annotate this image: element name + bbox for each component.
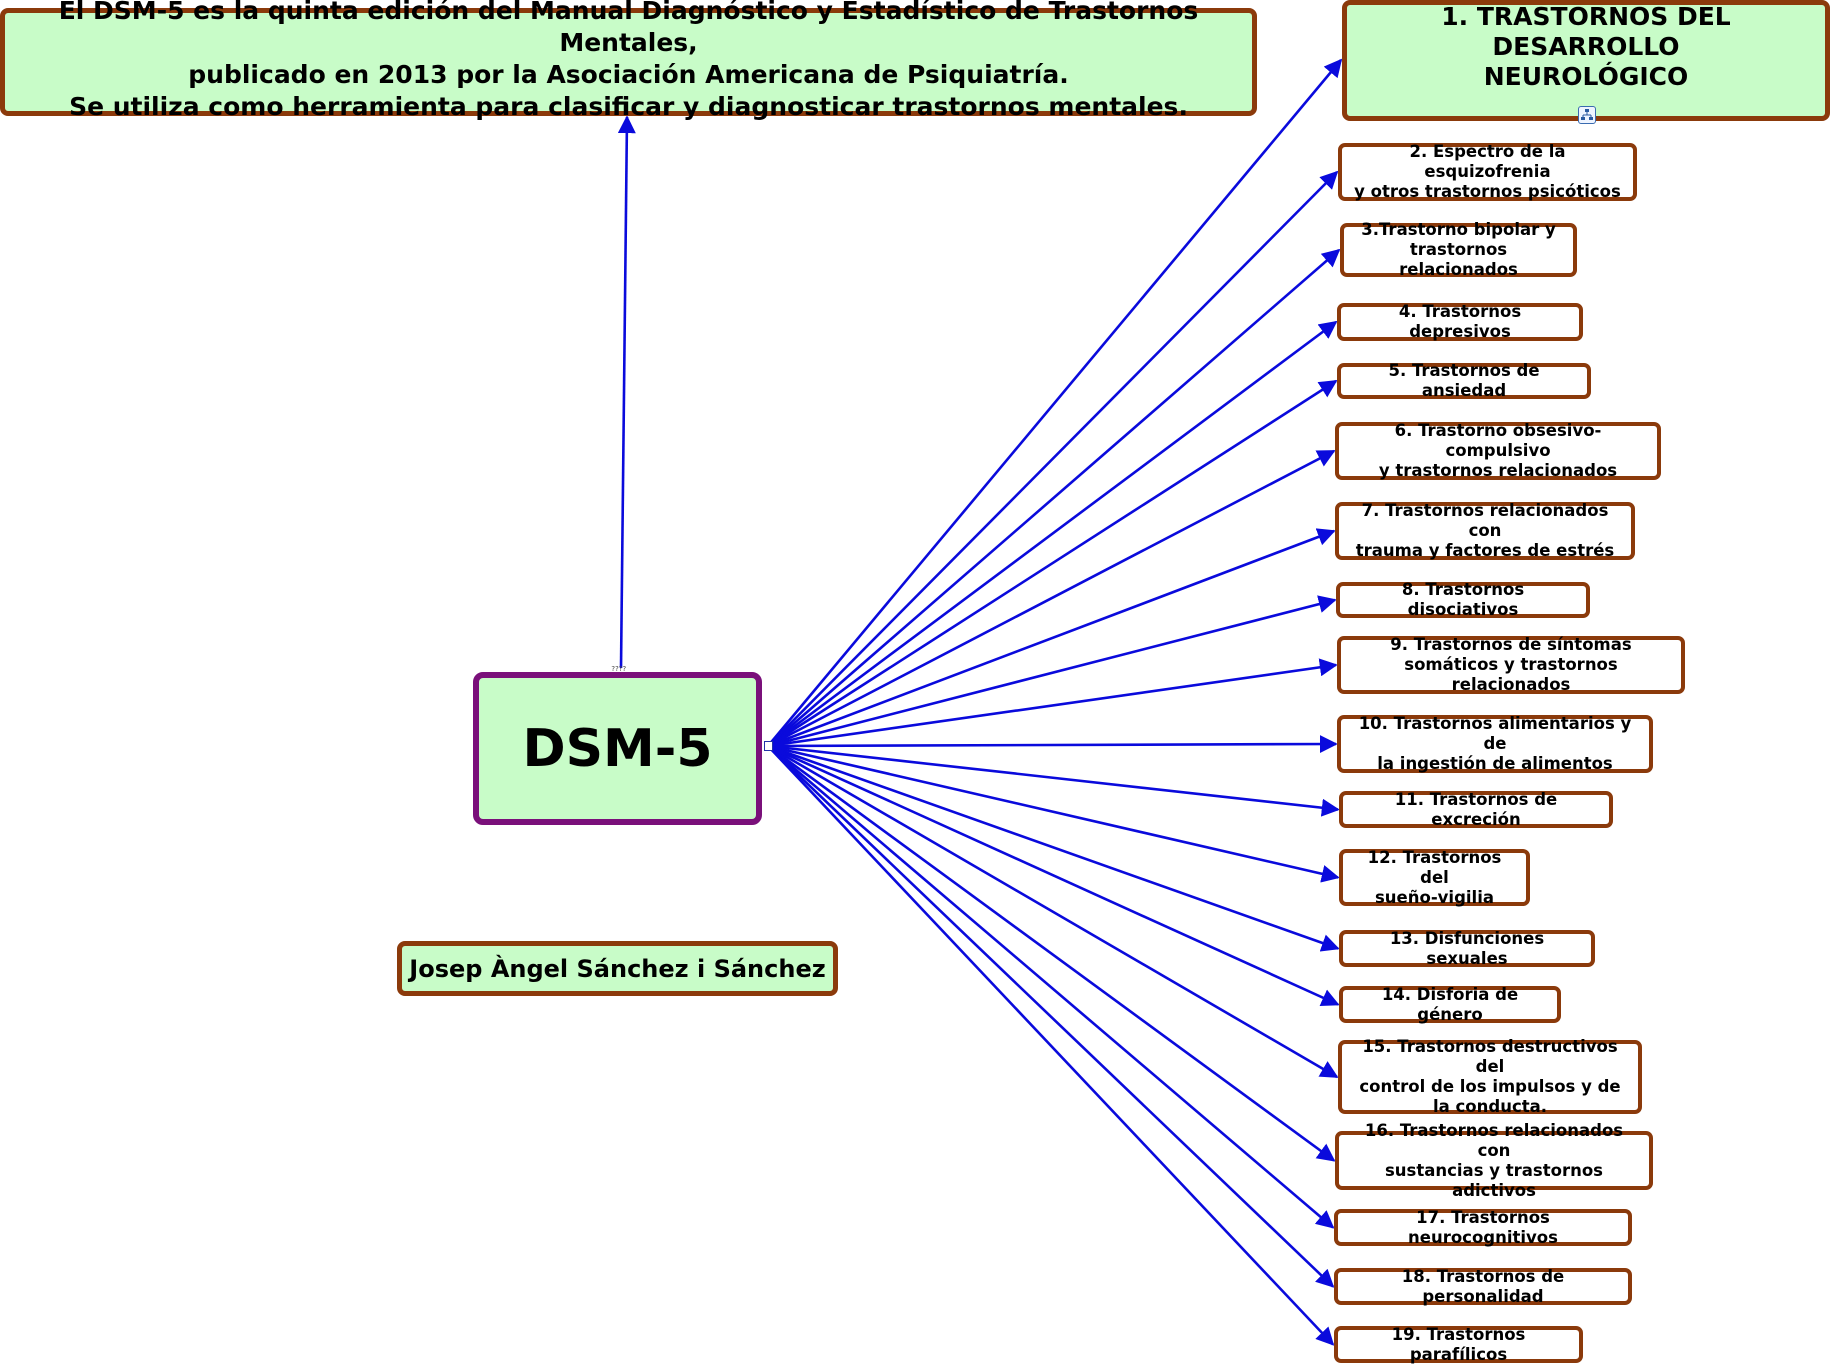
- category-label: 16. Trastornos relacionados con sustanci…: [1364, 1120, 1624, 1200]
- edge-dsm5-to-category-15[interactable]: [767, 744, 1339, 1079]
- category-label: 12. Trastornos del sueño-vigilia: [1367, 847, 1502, 907]
- category-label: 11. Trastornos de excreción: [1394, 789, 1558, 829]
- category-label: 9. Trastornos de síntomas somáticos y tr…: [1390, 635, 1632, 694]
- category-node-9[interactable]: 9. Trastornos de síntomas somáticos y tr…: [1337, 635, 1685, 694]
- category-node-15[interactable]: 15. Trastornos destructivos del control …: [1338, 1037, 1642, 1116]
- category-node-14[interactable]: 14. Disforia de género: [1339, 984, 1561, 1024]
- connection-handle-icon[interactable]: [764, 741, 773, 751]
- edge-dsm5-to-category-16[interactable]: [767, 744, 1336, 1162]
- category-node-10[interactable]: 10. Trastornos alimentarios y de la inge…: [1337, 714, 1653, 773]
- submap-icon[interactable]: [1578, 106, 1596, 124]
- author-name: Josep Àngel Sánchez i Sánchez: [409, 954, 826, 983]
- category-label: 13. Disfunciones sexuales: [1389, 928, 1545, 968]
- category-label: 18. Trastornos de personalidad: [1401, 1266, 1565, 1306]
- edge-dsm5-to-category-2[interactable]: [767, 170, 1339, 747]
- edge-dsm5-to-category-3[interactable]: [767, 248, 1341, 747]
- category-node-11[interactable]: 11. Trastornos de excreción: [1339, 789, 1613, 829]
- category-node-5[interactable]: 5. Trastornos de ansiedad: [1337, 361, 1591, 400]
- category-label: 10. Trastornos alimentarios y de la inge…: [1358, 714, 1632, 773]
- category-label: 14. Disforia de género: [1381, 984, 1519, 1024]
- edge-dsm5-to-category-13[interactable]: [767, 744, 1340, 952]
- category-label: 19. Trastornos parafílicos: [1391, 1324, 1526, 1364]
- category-label: 4. Trastornos depresivos: [1398, 302, 1522, 341]
- category-label: 3.Trastorno bipolar y trastornos relacio…: [1361, 220, 1556, 279]
- category-node-6[interactable]: 6. Trastorno obsesivo-compulsivo y trast…: [1335, 421, 1661, 480]
- category-label: 6. Trastorno obsesivo-compulsivo y trast…: [1378, 421, 1618, 480]
- category-node-13[interactable]: 13. Disfunciones sexuales: [1339, 928, 1595, 968]
- dsm5-description-box[interactable]: El DSM-5 es la quinta edición del Manual…: [0, 0, 1257, 121]
- edge-dsm5-to-category-12[interactable]: [767, 744, 1340, 883]
- category-node-16[interactable]: 16. Trastornos relacionados con sustanci…: [1335, 1121, 1653, 1200]
- edge-dsm5-to-description[interactable]: [617, 115, 636, 669]
- author-box[interactable]: Josep Àngel Sánchez i Sánchez: [397, 941, 838, 996]
- category-node-7[interactable]: 7. Trastornos relacionados con trauma y …: [1335, 501, 1635, 560]
- dsm5-central-label: DSM-5: [522, 718, 713, 779]
- category-node-19[interactable]: 19. Trastornos parafílicos: [1334, 1324, 1583, 1364]
- edge-dsm5-to-category-5[interactable]: [767, 379, 1338, 748]
- edge-dsm5-to-category-11[interactable]: [767, 744, 1340, 817]
- edge-dsm5-to-category-14[interactable]: [767, 744, 1340, 1007]
- edge-dsm5-to-category-10[interactable]: [767, 735, 1338, 754]
- edge-dsm5-to-category-17[interactable]: [767, 745, 1335, 1229]
- category-node-12[interactable]: 12. Trastornos del sueño-vigilia: [1339, 847, 1530, 907]
- category-label: 5. Trastornos de ansiedad: [1388, 361, 1540, 400]
- category-label: 17. Trastornos neurocognitivos: [1408, 1207, 1558, 1247]
- edge-dsm5-to-category-9[interactable]: [767, 658, 1338, 748]
- edge-dsm5-to-category-8[interactable]: [767, 595, 1337, 748]
- category-node-1[interactable]: 1. TRASTORNOS DEL DESARROLLO NEUROLÓGICO: [1342, 0, 1830, 121]
- category-node-17[interactable]: 17. Trastornos neurocognitivos: [1334, 1207, 1632, 1247]
- edge-dsm5-to-category-18[interactable]: [767, 745, 1335, 1288]
- dsm5-description-text: El DSM-5 es la quinta edición del Manual…: [58, 0, 1199, 121]
- category-label: 1. TRASTORNOS DEL DESARROLLO NEUROLÓGICO: [1441, 1, 1731, 91]
- category-label: 15. Trastornos destructivos del control …: [1359, 1037, 1621, 1116]
- category-node-18[interactable]: 18. Trastornos de personalidad: [1334, 1266, 1632, 1306]
- dsm5-central-node[interactable]: DSM-5: [473, 672, 762, 825]
- category-node-2[interactable]: 2. Espectro de la esquizofrenia y otros …: [1338, 142, 1637, 201]
- category-label: 8. Trastornos disociativos: [1401, 580, 1525, 619]
- category-node-8[interactable]: 8. Trastornos disociativos: [1336, 580, 1590, 619]
- category-label: 2. Espectro de la esquizofrenia y otros …: [1354, 142, 1621, 201]
- category-node-3[interactable]: 3.Trastorno bipolar y trastornos relacio…: [1340, 220, 1577, 279]
- edge-dsm5-to-category-4[interactable]: [767, 320, 1338, 748]
- edge-dsm5-to-category-7[interactable]: [767, 528, 1336, 748]
- edge-dsm5-to-category-19[interactable]: [767, 745, 1335, 1346]
- category-node-4[interactable]: 4. Trastornos depresivos: [1337, 302, 1583, 341]
- edge-dsm5-to-category-1[interactable]: [767, 58, 1343, 747]
- edge-dsm5-to-category-6[interactable]: [767, 449, 1336, 748]
- category-label: 7. Trastornos relacionados con trauma y …: [1355, 501, 1615, 560]
- anchor-label: ????: [611, 665, 626, 673]
